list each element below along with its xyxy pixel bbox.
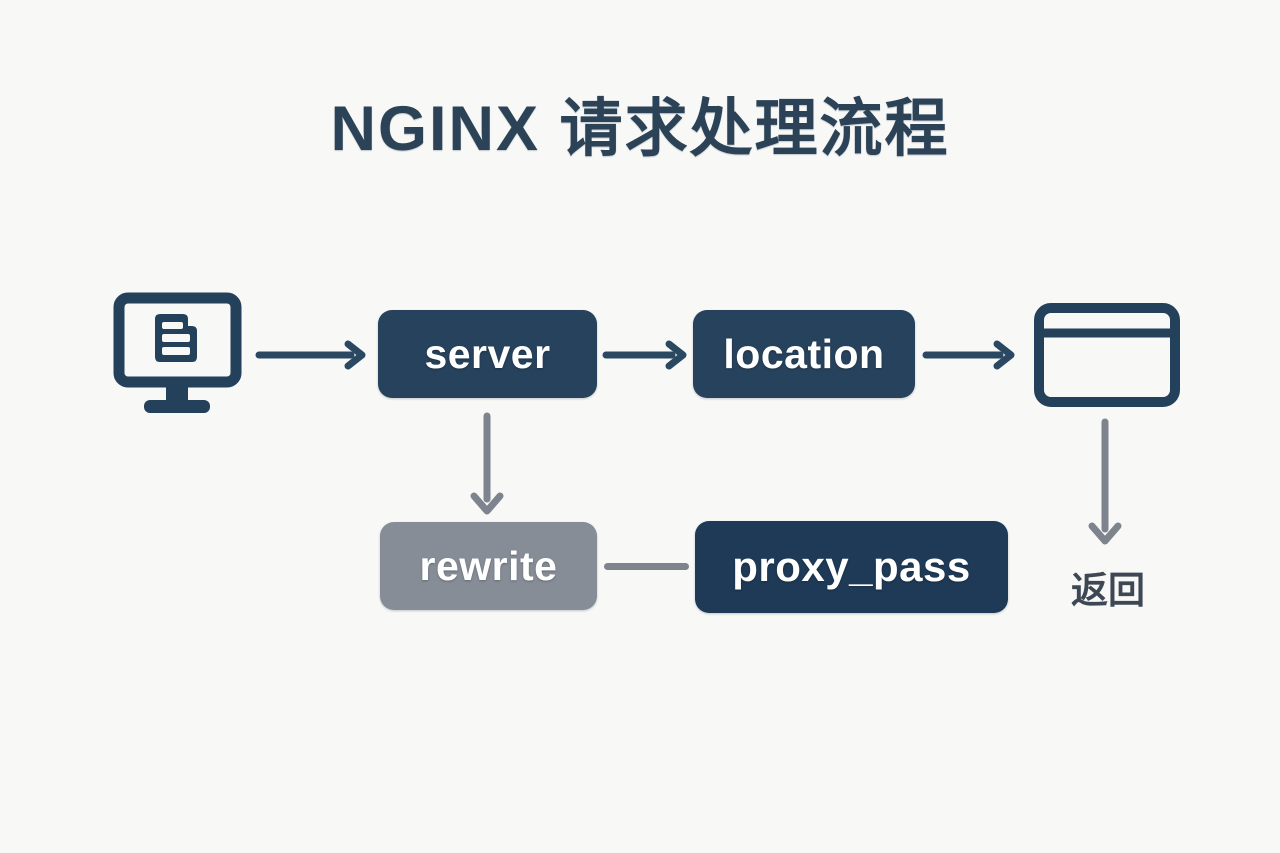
page-title: NGINX 请求处理流程 (330, 94, 950, 164)
node-server: server (378, 310, 597, 398)
node-server-label: server (424, 330, 551, 377)
arrow-browser-to-return (1087, 417, 1123, 554)
arrow-location-to-browser (922, 337, 1018, 378)
node-rewrite: rewrite (380, 522, 597, 610)
node-proxy-pass: proxy_pass (695, 521, 1008, 613)
arrow-client-to-server (255, 337, 369, 378)
arrow-server-to-rewrite (469, 411, 505, 524)
node-proxy-pass-label: proxy_pass (732, 543, 971, 590)
monitor-document-icon (113, 292, 242, 421)
node-location: location (693, 310, 915, 398)
node-location-label: location (723, 330, 885, 377)
node-rewrite-label: rewrite (419, 542, 558, 589)
line-rewrite-to-proxy-pass (604, 563, 689, 570)
return-label: 返回 (1071, 570, 1145, 611)
browser-window-icon (1034, 303, 1180, 412)
arrow-server-to-location (602, 337, 690, 378)
